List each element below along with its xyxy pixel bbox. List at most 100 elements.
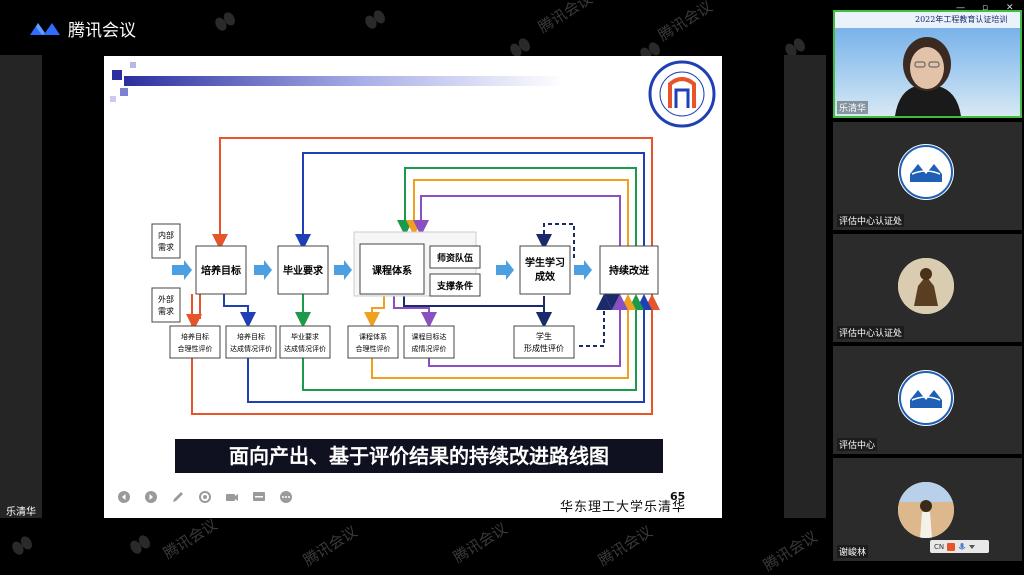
box-eval-4 (347, 325, 399, 359)
box-eval-2 (225, 325, 277, 359)
shared-slide: 内部 需求 外部 需求 培养目标 毕业要求 课程体系 师资队伍 支撑条件 学生学… (104, 56, 722, 518)
label-eval-6a: 学生 (536, 331, 552, 341)
participant-name: 评估中心 (837, 438, 878, 451)
box-student-outcomes (519, 245, 571, 295)
label-eval-2a: 培养目标 (237, 332, 265, 341)
feedback-lines (191, 137, 660, 415)
watermark-text: 腾讯会议 (450, 519, 511, 567)
pen-icon[interactable] (171, 490, 185, 504)
participant-name: 谢峻林 (837, 545, 869, 558)
participant-name: 乐清华 (837, 101, 869, 114)
tencent-meeting-logo-icon (30, 22, 60, 35)
minimize-icon[interactable]: — (956, 3, 965, 13)
label-student-outcomes-2: 成效 (535, 270, 556, 283)
slide-school-author: 华东理工大学乐清华 (560, 500, 687, 515)
restore-icon[interactable]: ▫ (982, 3, 989, 13)
participant-tile[interactable]: 2022年工程教育认证培训 乐清华 (833, 10, 1022, 118)
pointer-icon[interactable] (198, 490, 212, 504)
participant-name: 评估中心认证处 (837, 214, 905, 227)
flow-arrows (172, 260, 592, 280)
right-side-panel (784, 55, 826, 518)
organization-logo-icon (899, 371, 953, 425)
language-label: CN (934, 542, 945, 551)
presenter-name-label: 乐清华 (6, 507, 36, 518)
camera-icon[interactable] (225, 490, 239, 504)
slide-page-number: 65 (670, 490, 686, 503)
box-eval-3 (279, 325, 331, 359)
video-banner: 2022年工程教育认证培训 (835, 12, 1020, 28)
label-external-needs-1: 外部 (158, 294, 174, 304)
box-external-needs (151, 287, 181, 323)
subtitle-icon[interactable] (252, 490, 266, 504)
input-method-indicator[interactable]: CN (930, 540, 989, 553)
participant-tile[interactable]: 评估中心认证处 (833, 122, 1022, 230)
microphone-icon (958, 542, 966, 549)
prev-slide-icon[interactable] (117, 490, 131, 504)
slide-toolbar (117, 490, 293, 504)
header-square (120, 88, 128, 96)
box-eval-1 (169, 325, 221, 359)
organization-logo-icon (899, 145, 953, 199)
participant-tile[interactable]: 谢峻林 (833, 458, 1022, 561)
box-faculty (429, 245, 481, 269)
box-internal-needs (151, 223, 181, 259)
watermark-text: 腾讯会议 (160, 515, 221, 563)
label-support: 支撑条件 (436, 280, 473, 292)
top-bar: 腾讯会议 (0, 0, 1024, 55)
watermark-text: 腾讯会议 (300, 522, 361, 570)
header-square (130, 62, 136, 68)
more-options-icon[interactable] (279, 490, 293, 504)
box-eval-5 (403, 325, 455, 359)
label-eval-1b: 合理性评价 (178, 344, 213, 353)
participant-avatar (898, 482, 954, 538)
banner-title: 2022年工程教育认证培训 (915, 15, 1008, 24)
label-eval-4b: 合理性评价 (356, 344, 391, 353)
label-internal-needs-2: 需求 (158, 242, 174, 252)
label-eval-2b: 达成情况评价 (230, 344, 272, 353)
university-logo-icon (648, 60, 716, 128)
speaker-video-icon (895, 37, 961, 116)
next-slide-icon[interactable] (144, 490, 158, 504)
box-continuous-improvement (599, 245, 659, 295)
watermark-text: 腾讯会议 (595, 522, 656, 570)
ime-icon (947, 542, 956, 551)
slide-caption: 面向产出、基于评价结果的持续改进路线图 (175, 439, 663, 473)
header-square (110, 96, 116, 102)
watermark-logo-icon (9, 533, 36, 557)
participant-avatar (898, 258, 954, 314)
label-eval-3a: 毕业要求 (291, 332, 319, 341)
participant-name: 评估中心认证处 (837, 326, 905, 339)
photo-avatar-icon (898, 258, 954, 314)
box-graduation-req (277, 245, 329, 295)
chevron-down-icon (969, 544, 976, 549)
close-icon[interactable]: ✕ (1006, 3, 1014, 13)
box-eval-6 (513, 325, 575, 359)
participant-tile[interactable]: 评估中心认证处 (833, 234, 1022, 342)
app-brand: 腾讯会议 (28, 16, 136, 41)
label-training-goals: 培养目标 (201, 264, 241, 277)
label-eval-5b: 成情况评价 (412, 344, 447, 353)
label-eval-3b: 达成情况评价 (284, 344, 326, 353)
box-training-goals (195, 245, 247, 295)
label-eval-1a: 培养目标 (181, 332, 209, 341)
flow-diagram: 内部 需求 外部 需求 培养目标 毕业要求 课程体系 师资队伍 支撑条件 学生学… (110, 60, 716, 415)
evaluation-arrows (186, 294, 552, 330)
label-external-needs-2: 需求 (158, 306, 174, 316)
app-name: 腾讯会议 (68, 21, 136, 41)
label-eval-4a: 课程体系 (359, 332, 387, 341)
label-eval-6b: 形成性评价 (524, 343, 564, 353)
header-square (112, 70, 122, 80)
label-curriculum: 课程体系 (372, 264, 412, 277)
box-support (429, 273, 481, 297)
label-internal-needs-1: 内部 (158, 230, 174, 240)
participant-tile[interactable]: 评估中心 (833, 346, 1022, 454)
label-faculty: 师资队伍 (437, 252, 473, 264)
left-side-panel (0, 55, 42, 518)
label-continuous-improvement: 持续改进 (609, 264, 649, 277)
box-curriculum (359, 243, 425, 295)
label-graduation-req: 毕业要求 (283, 264, 324, 277)
label-eval-5a: 课程目标达 (412, 332, 447, 341)
photo-avatar-icon (898, 482, 954, 538)
participant-avatar (898, 144, 954, 200)
watermark-logo-icon (127, 532, 154, 556)
